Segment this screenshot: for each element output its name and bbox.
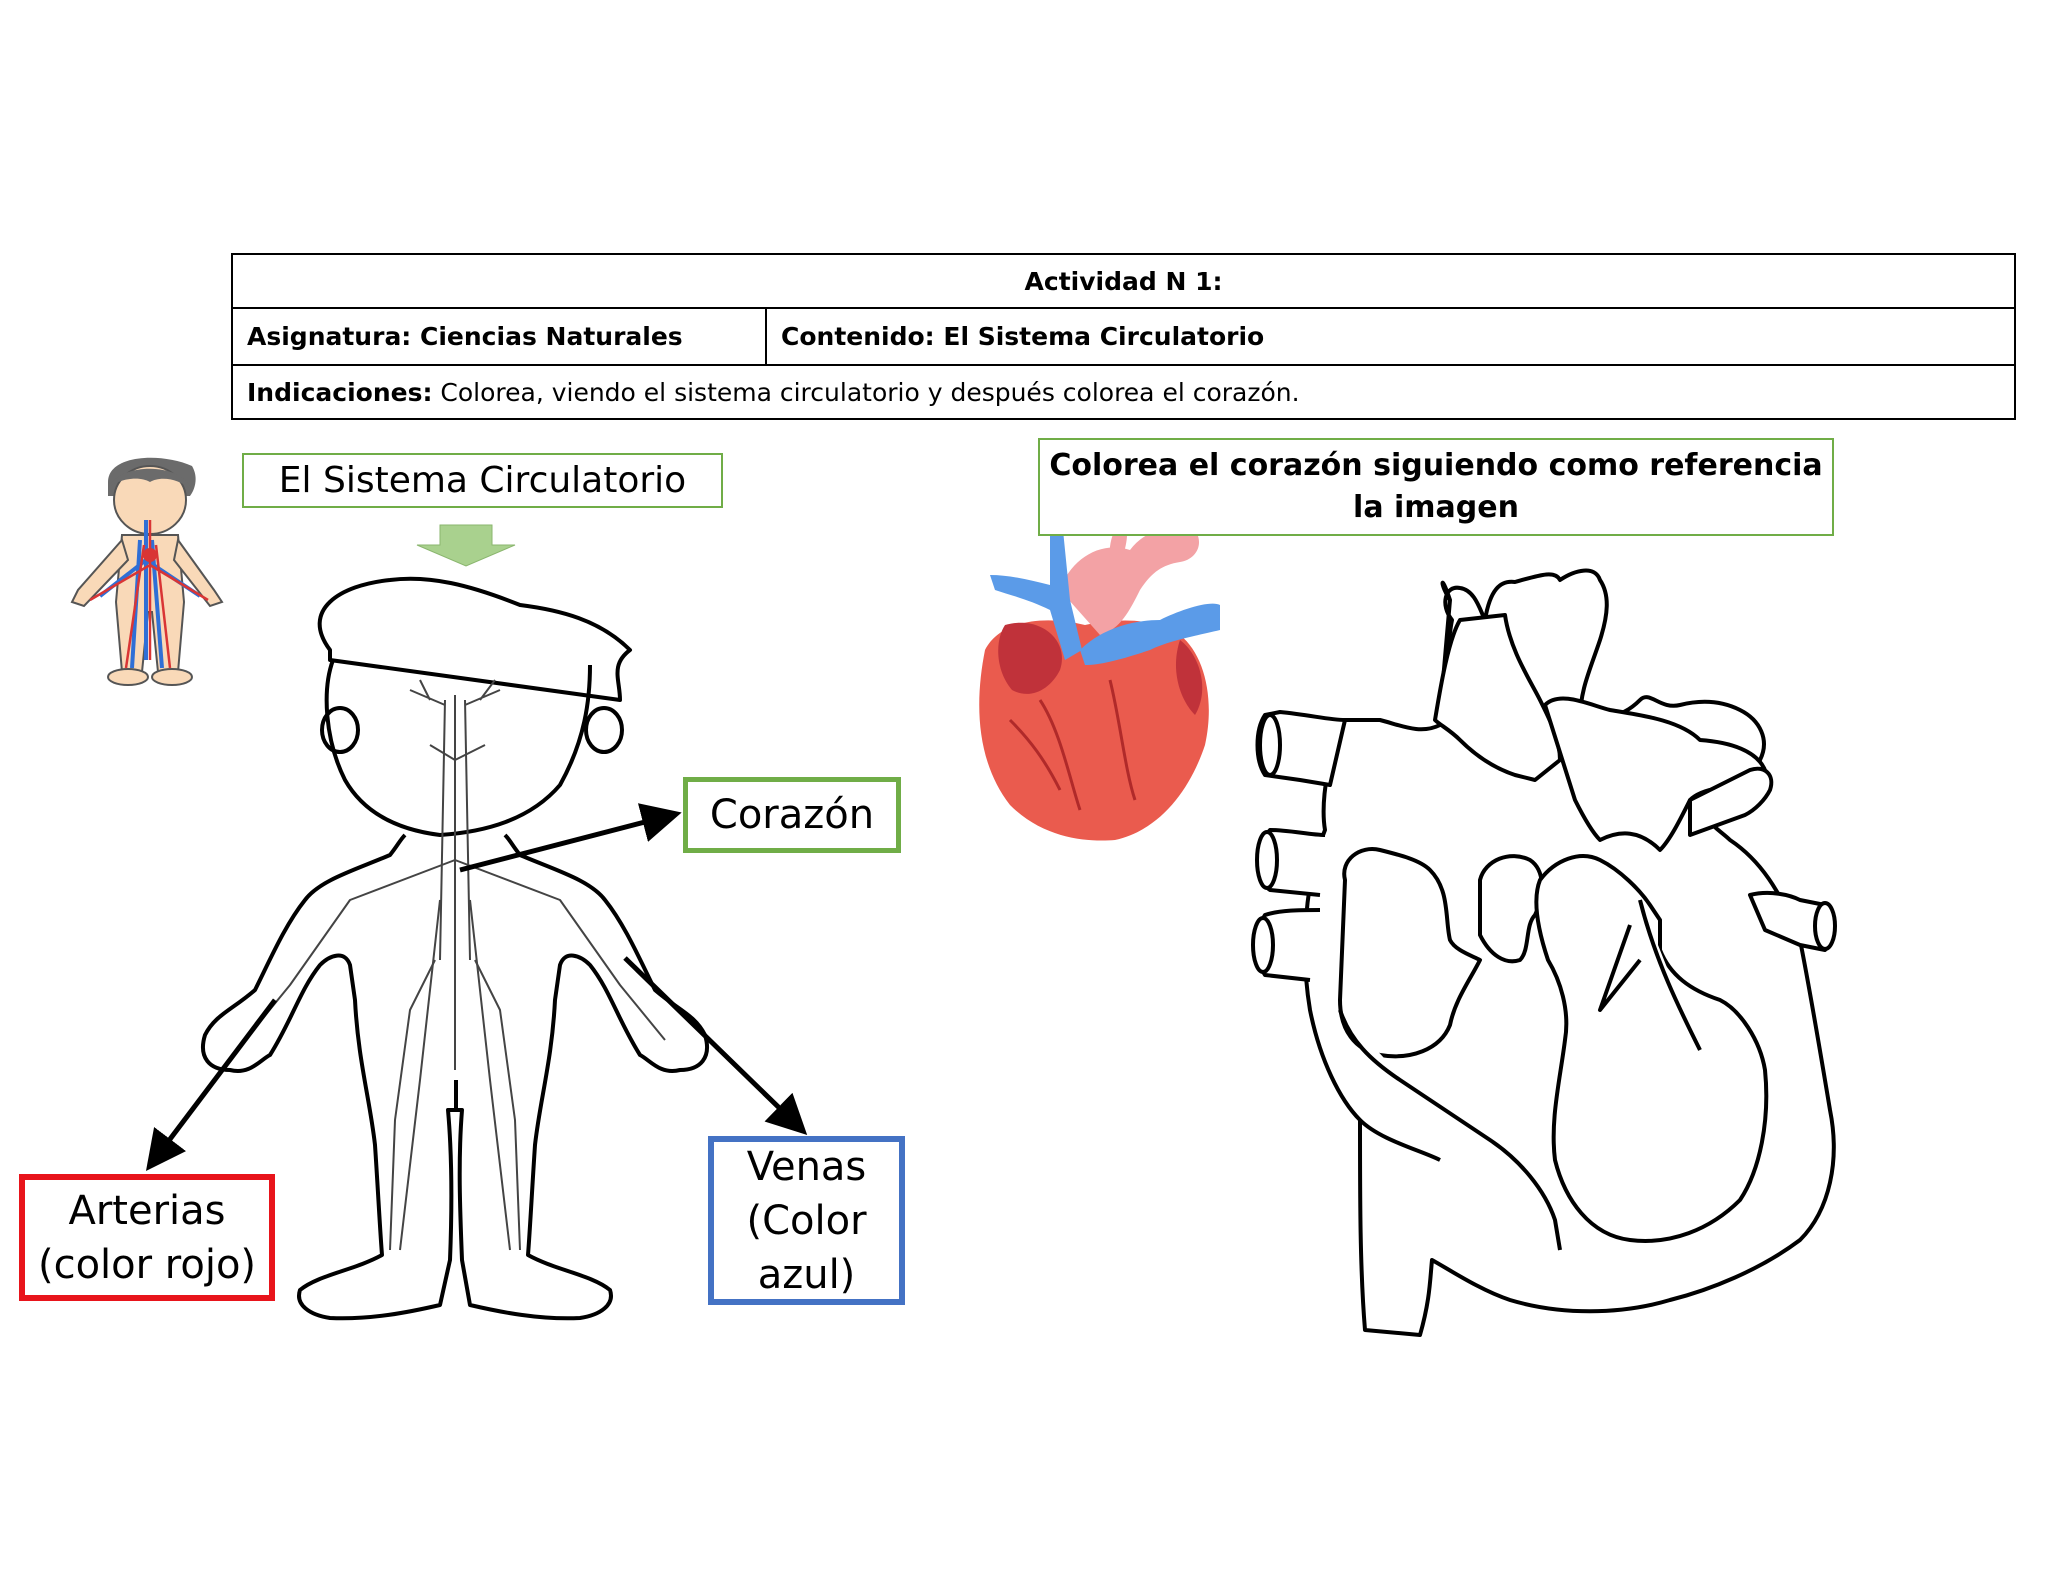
arterias-label: Arterias (color rojo) [19,1174,275,1301]
venas-line3: azul) [757,1251,856,1298]
heart-coloring-title: Colorea el corazón siguiendo como refere… [1038,438,1834,536]
venas-line1: Venas [746,1143,867,1190]
colored-heart-illustration [979,520,1220,841]
body-outline-illustration [201,576,709,1321]
circulatory-system-title: El Sistema Circulatorio [242,453,723,508]
corazon-label: Corazón [683,777,901,853]
activity-header-table: Actividad N 1: Asignatura: Ciencias Natu… [231,253,2016,420]
venas-label: Venas (Color azul) [708,1136,905,1305]
arterias-line1: Arterias [68,1187,226,1234]
down-arrow-icon [416,524,516,567]
subject-cell: Asignatura: Ciencias Naturales [231,307,767,366]
arterias-arrow [145,998,277,1171]
instructions-cell: Indicaciones: Colorea, viendo el sistema… [231,364,2016,420]
instructions-label: Indicaciones: [247,377,433,407]
content-cell: Contenido: El Sistema Circulatorio [765,307,2016,366]
instructions-text: Colorea, viendo el sistema circulatorio … [432,377,1300,407]
activity-title: Actividad N 1: [231,253,2016,309]
corazon-arrow [459,803,682,873]
child-circulatory-icon [70,457,224,686]
heart-outline-illustration [1251,568,1837,1337]
venas-arrow [623,956,808,1135]
venas-line2: (Color [746,1197,867,1244]
arterias-line2: (color rojo) [37,1241,257,1288]
